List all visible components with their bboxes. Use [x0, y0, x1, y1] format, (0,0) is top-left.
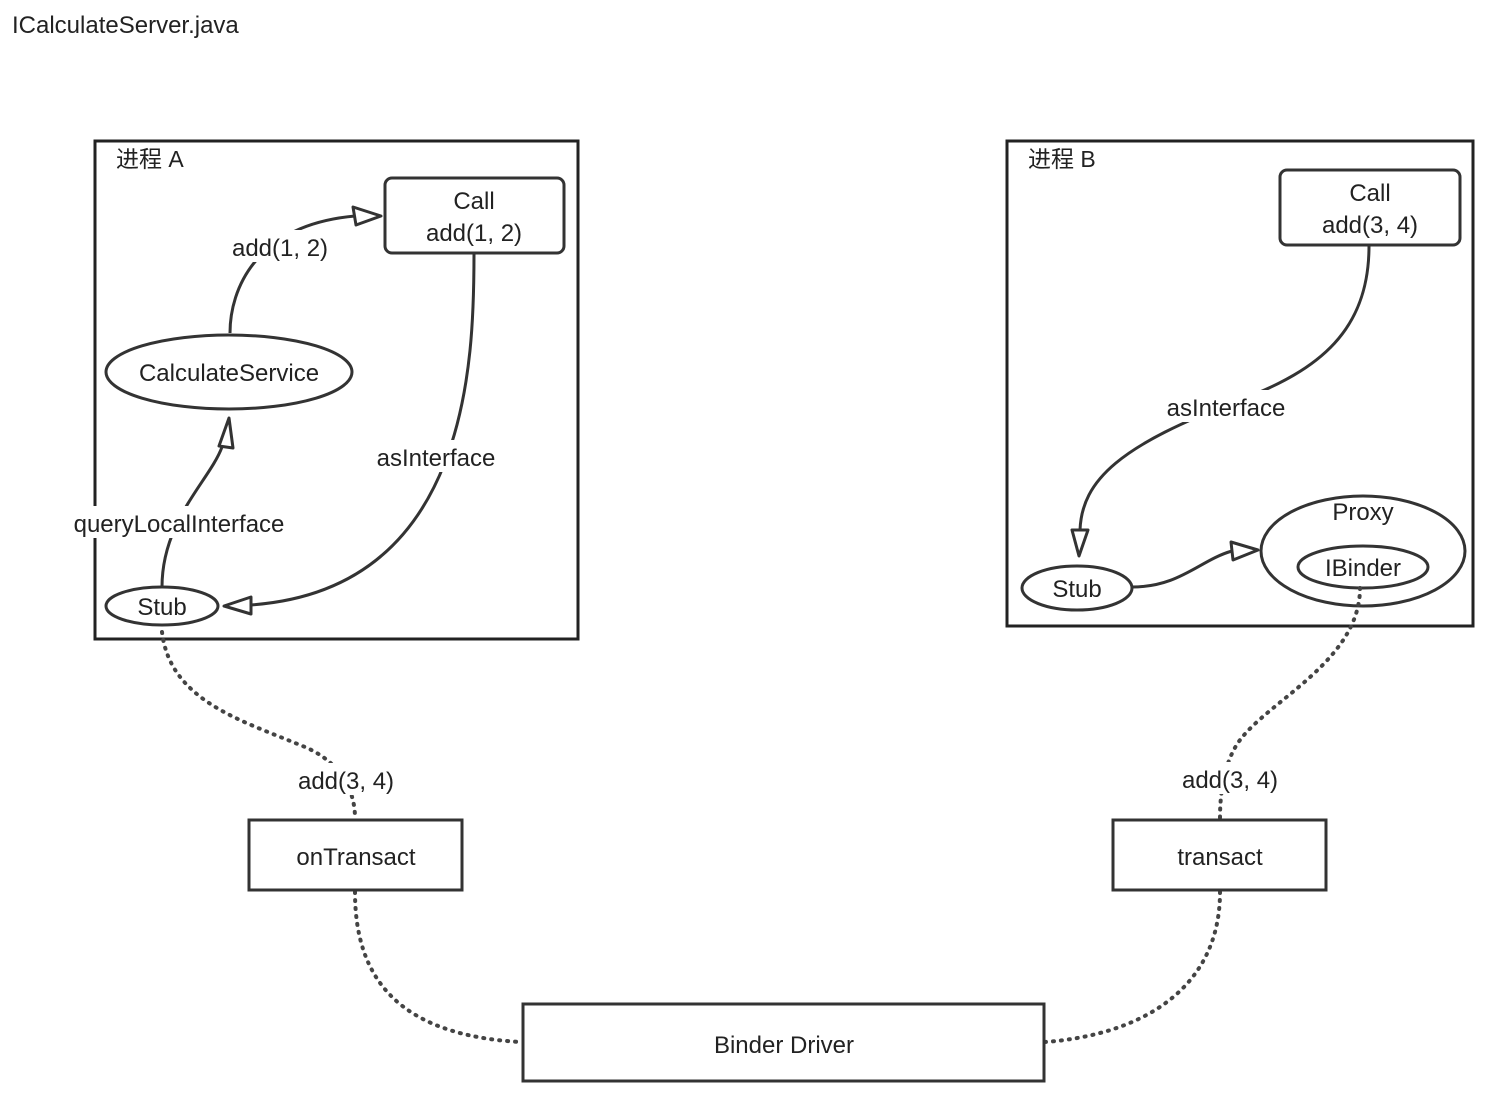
edge-stub-to-proxy — [1131, 549, 1233, 589]
edge-query-label-bg — [58, 506, 302, 538]
edge-asinterface-a-label-bg — [366, 440, 506, 472]
call-node-a-line1: Call — [453, 188, 494, 215]
right-edge-label-bg — [1172, 762, 1288, 794]
edge-asinterface-b-label: asInterface — [1167, 395, 1286, 422]
arrow-to-stub-b — [1070, 528, 1090, 558]
edge-add-label: add(1, 2) — [232, 235, 328, 262]
stub-node-a-label: Stub — [137, 594, 186, 621]
left-edge-label: add(3, 4) — [298, 768, 394, 795]
edge-asinterface-b-label-bg — [1155, 390, 1297, 422]
ontransact-label: onTransact — [296, 844, 416, 871]
arrow-to-call-a — [351, 205, 383, 227]
call-node-a — [383, 176, 566, 255]
stub-node-b-label: Stub — [1052, 576, 1101, 603]
stub-node-a — [104, 585, 220, 627]
call-node-a-line2: add(1, 2) — [426, 220, 522, 247]
binder-driver-label: Binder Driver — [714, 1032, 854, 1059]
binder-driver-node — [521, 1002, 1046, 1083]
binder-transport: add(3, 4) add(3, 4) onTransact transact … — [160, 586, 1362, 1083]
process-b-label: 进程 B — [1028, 146, 1096, 172]
dotted-ontransact-to-driver — [353, 890, 522, 1044]
calculate-service-label: CalculateService — [139, 360, 319, 387]
ontransact-node — [247, 818, 464, 892]
process-a-pane: 进程 A Call add(1, 2) CalculateService Stu… — [58, 139, 580, 641]
process-b-pane: 进程 B Call add(3, 4) Stub Proxy IBinder a… — [1005, 139, 1475, 628]
proxy-label: Proxy — [1332, 499, 1393, 526]
stub-node-b — [1020, 564, 1134, 612]
right-edge-label: add(3, 4) — [1182, 767, 1278, 794]
arrow-to-stub-a — [222, 595, 253, 616]
left-edge-label-bg — [288, 763, 404, 795]
arrow-to-proxy — [1229, 540, 1260, 562]
edge-query-local-interface — [160, 446, 224, 588]
process-b-frame — [1005, 139, 1475, 628]
process-a-frame — [93, 139, 580, 641]
arrow-to-service — [217, 416, 235, 450]
edge-asinterface-b — [1078, 245, 1371, 531]
ibinder-node — [1296, 544, 1430, 590]
edge-asinterface-a — [249, 252, 476, 607]
ibinder-label: IBinder — [1325, 555, 1401, 582]
transact-label: transact — [1177, 844, 1263, 871]
call-node-b-line2: add(3, 4) — [1322, 212, 1418, 239]
call-node-b — [1278, 168, 1462, 247]
dotted-transact-to-driver — [1043, 890, 1222, 1044]
edge-query-label: queryLocalInterface — [74, 511, 285, 538]
process-a-label: 进程 A — [116, 146, 184, 172]
edge-add-label-bg — [222, 230, 338, 262]
call-node-b-line1: Call — [1349, 180, 1390, 207]
transact-node — [1111, 818, 1328, 892]
edge-asinterface-a-label: asInterface — [377, 445, 496, 472]
page-title: ICalculateServer.java — [12, 12, 239, 39]
calculate-service-node — [104, 333, 354, 411]
